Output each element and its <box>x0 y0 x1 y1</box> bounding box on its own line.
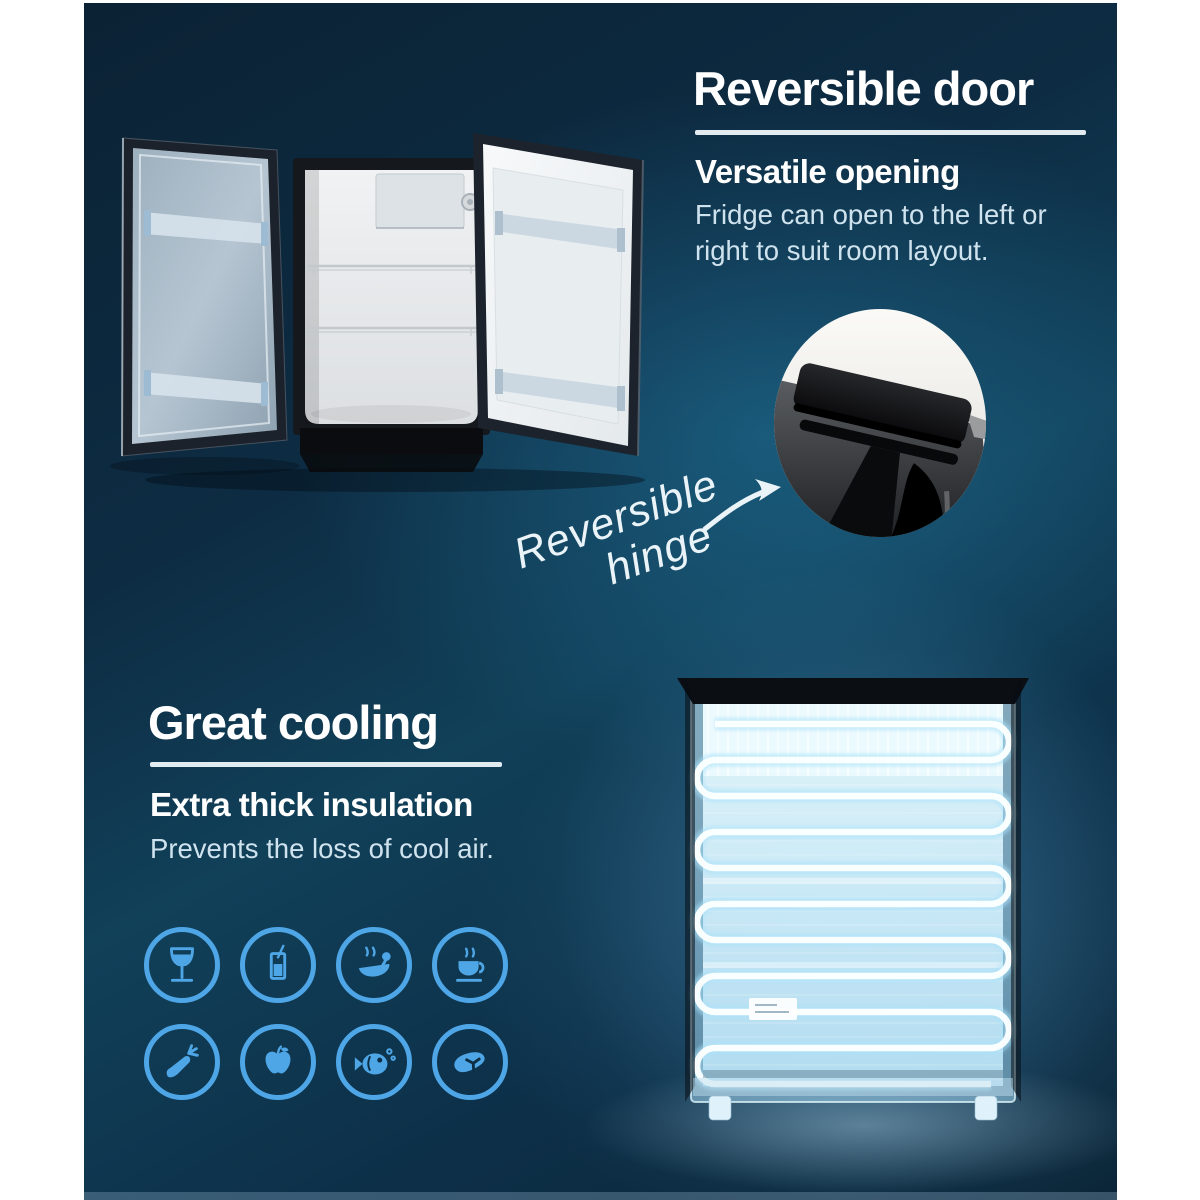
fridge-foot <box>708 1095 732 1121</box>
section-title-reversible-door: Reversible door <box>693 62 1034 115</box>
section-body-reversible: Fridge can open to the left or right to … <box>695 199 1047 266</box>
apple-icon <box>240 1024 316 1100</box>
section-subtitle-extra-thick-insulation: Extra thick insulation <box>150 786 473 823</box>
coffee-cup-icon <box>432 927 508 1003</box>
xray-cooling-fridge-image <box>677 678 1029 1121</box>
divider-rule <box>150 762 502 767</box>
section-subtitle-versatile-opening: Versatile opening <box>695 153 960 190</box>
section-title-great-cooling: Great cooling <box>148 696 439 749</box>
bottom-edge-strip <box>84 1192 1117 1200</box>
energy-label <box>749 998 797 1020</box>
dark-gradient-panel: Reversible door Versatile opening Fridge… <box>84 3 1117 1200</box>
open-fridge-image <box>110 133 645 492</box>
fish-icon <box>336 1024 412 1100</box>
cooling-coil <box>693 720 1013 1088</box>
fridge-right-door <box>473 133 644 457</box>
divider-rule <box>695 130 1086 135</box>
wire-shelves <box>308 264 477 330</box>
wine-glass-icon <box>144 927 220 1003</box>
section-body-cooling: Prevents the loss of cool air. <box>150 833 494 864</box>
meat-steak-icon <box>432 1024 508 1100</box>
hot-food-bowl-icon <box>336 927 412 1003</box>
soft-drink-icon <box>240 927 316 1003</box>
fridge-foot <box>974 1095 998 1121</box>
carrot-icon <box>144 1024 220 1100</box>
hinge-closeup-image <box>774 309 986 537</box>
fridge-cabinet <box>293 158 490 472</box>
fridge-left-door <box>121 137 288 457</box>
curved-arrow-up-right-icon <box>702 479 781 532</box>
food-icon-grid <box>144 927 508 1100</box>
